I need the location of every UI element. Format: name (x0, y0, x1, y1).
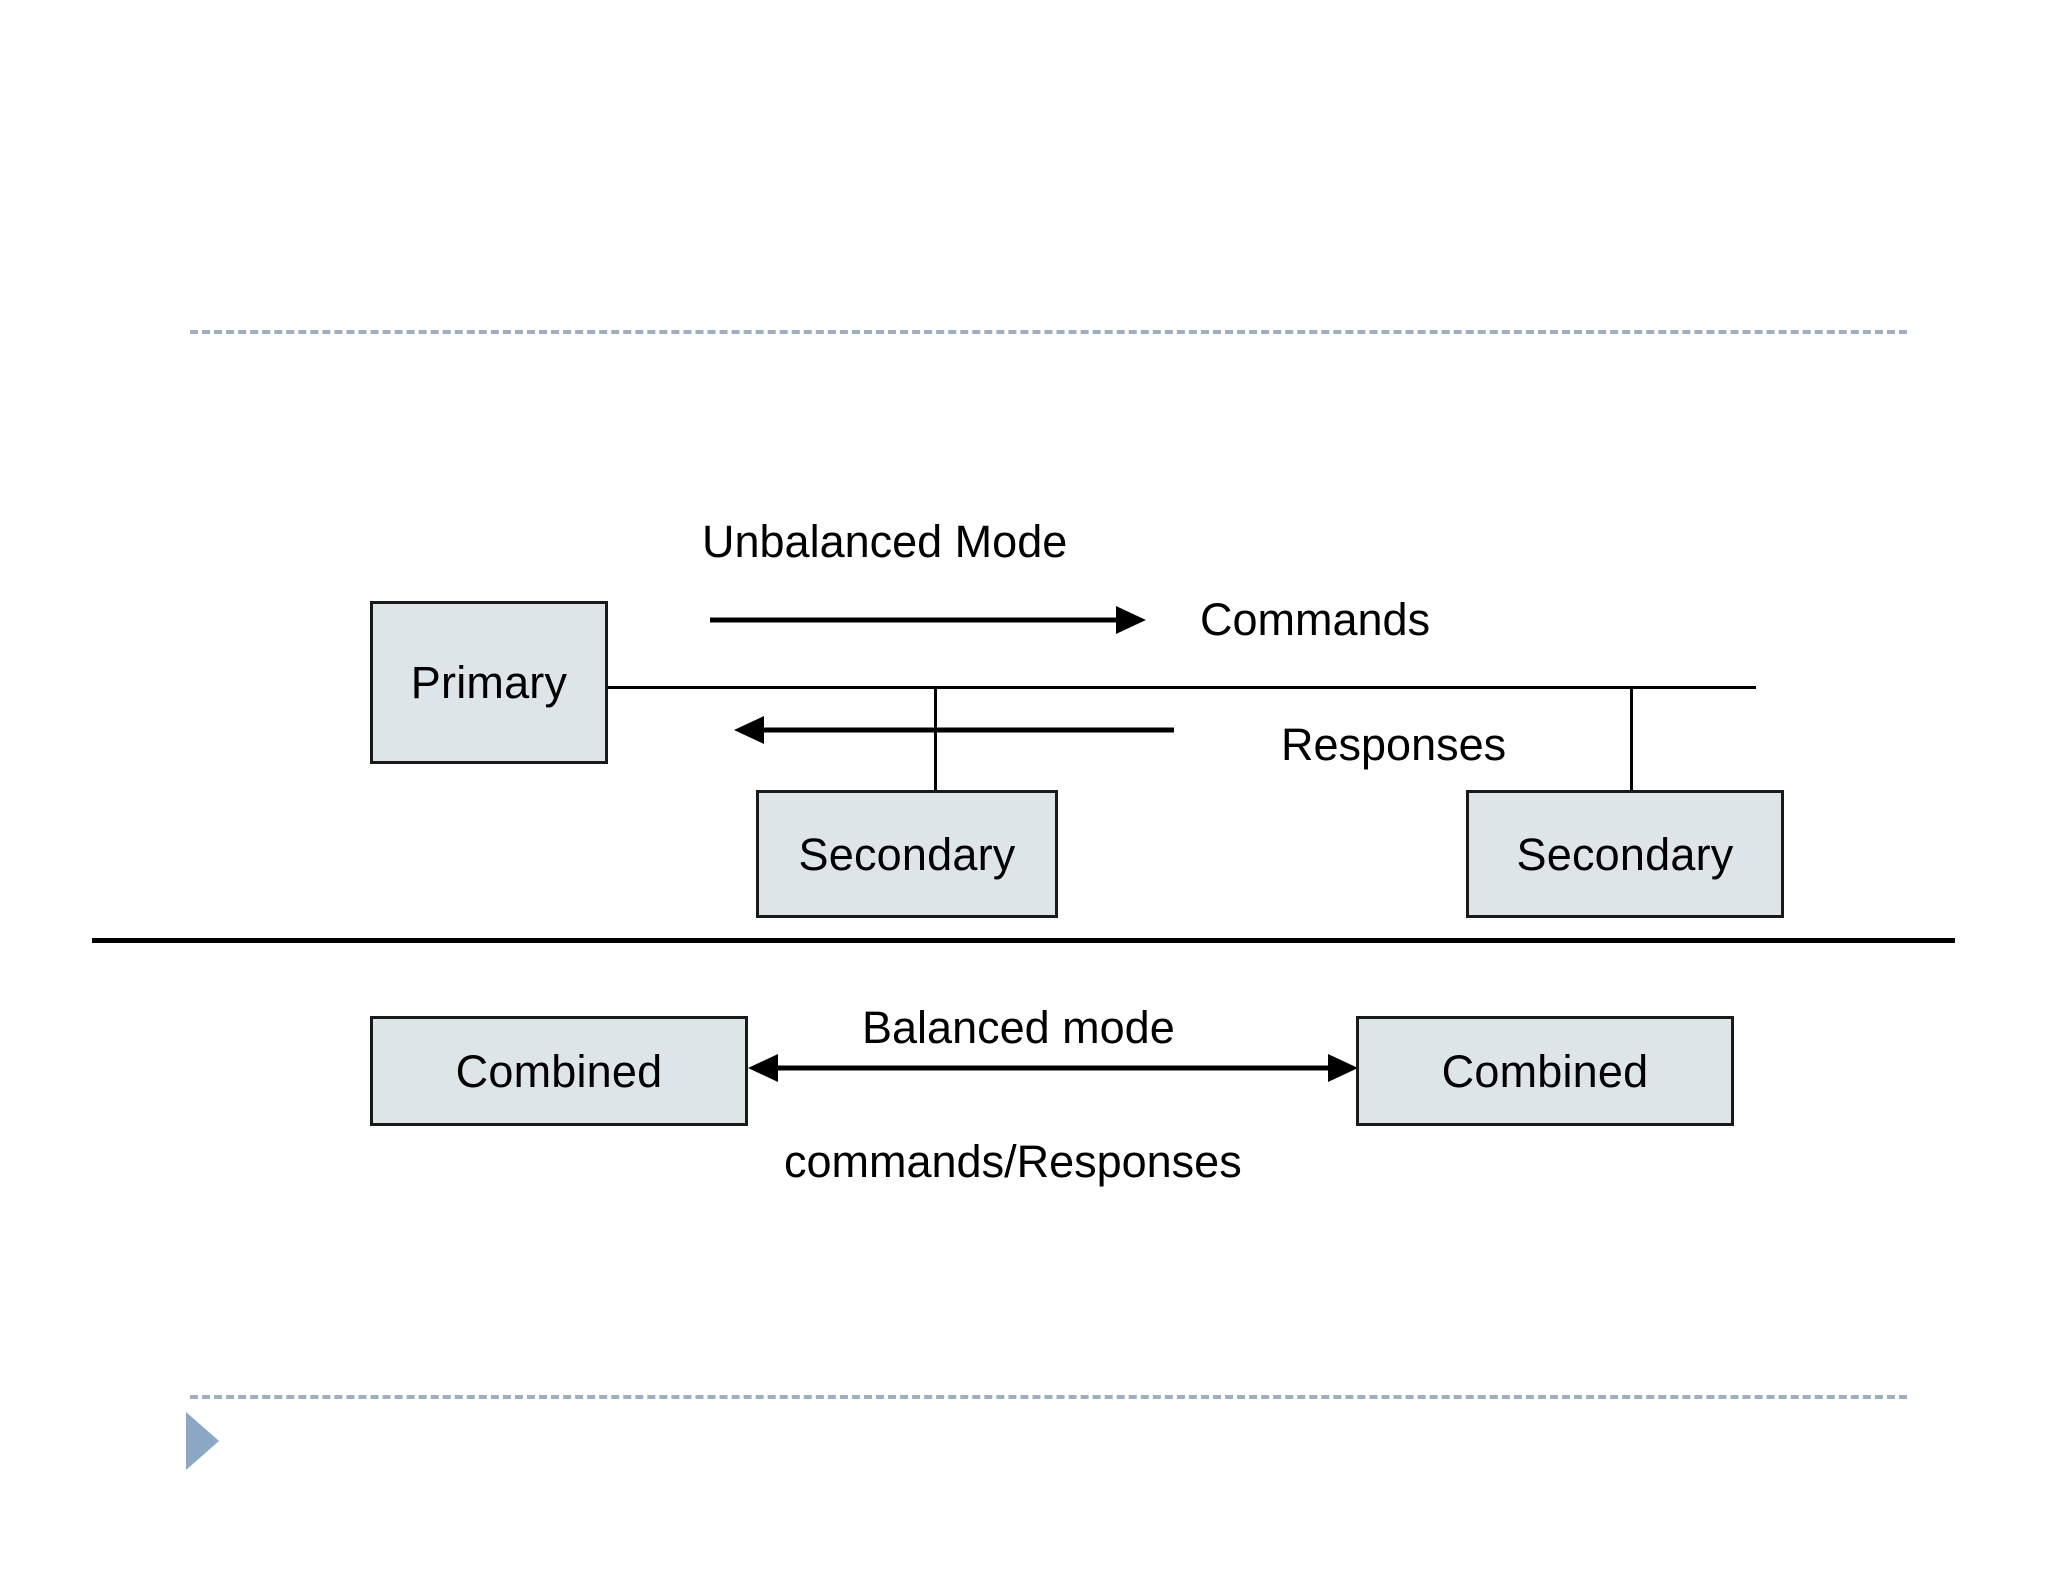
node-combined-1[interactable]: Combined (370, 1016, 748, 1126)
drop-line-secondary-1 (934, 686, 937, 792)
node-secondary-2-label: Secondary (1516, 828, 1734, 880)
commands-arrow-right-icon (710, 606, 1146, 634)
commands-label: Commands (1200, 594, 1431, 645)
node-combined-2-label: Combined (1441, 1045, 1649, 1097)
mode-section-divider (92, 938, 1955, 943)
node-combined-1-label: Combined (455, 1045, 663, 1097)
node-combined-2[interactable]: Combined (1356, 1016, 1734, 1126)
node-primary[interactable]: Primary (370, 601, 608, 764)
drop-line-secondary-2 (1630, 686, 1633, 792)
commands-responses-label: commands/Responses (784, 1136, 1242, 1187)
dashed-rule-top (190, 330, 1907, 334)
responses-label: Responses (1281, 719, 1507, 770)
bus-line (608, 686, 1756, 689)
unbalanced-mode-title: Unbalanced Mode (702, 516, 1068, 567)
node-secondary-2[interactable]: Secondary (1466, 790, 1784, 918)
commands-responses-double-arrow-icon (748, 1054, 1358, 1082)
node-secondary-1[interactable]: Secondary (756, 790, 1058, 918)
node-secondary-1-label: Secondary (798, 828, 1016, 880)
dashed-rule-bottom (190, 1395, 1907, 1399)
node-primary-label: Primary (410, 657, 568, 708)
play-triangle-icon (186, 1412, 219, 1470)
responses-arrow-left-icon (734, 716, 1174, 744)
balanced-mode-title: Balanced mode (862, 1002, 1175, 1053)
